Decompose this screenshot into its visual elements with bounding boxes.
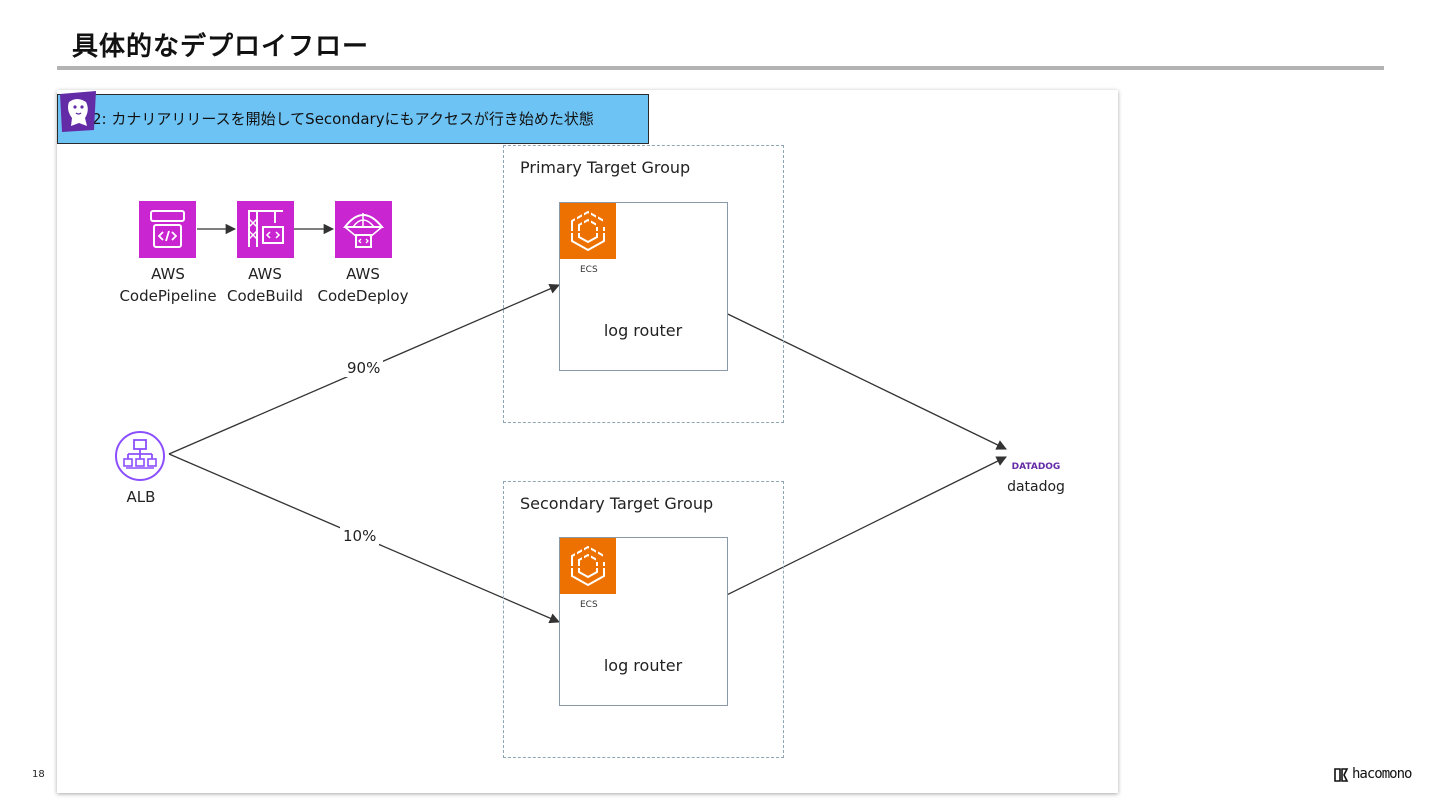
deploy-flow-diagram: 状態2: カナリアリリースを開始してSecondaryにもアクセスが行き始めた状…	[57, 90, 1118, 793]
codebuild-icon	[237, 201, 294, 258]
ecs-label: ECS	[580, 265, 598, 275]
secondary-group-title: Secondary Target Group	[520, 494, 714, 513]
primary-group-title: Primary Target Group	[520, 158, 691, 177]
alb-label: ALB	[126, 488, 156, 506]
page-number: 18	[32, 769, 45, 780]
datadog-logo-text: DATADOG	[1011, 462, 1061, 472]
codepipeline-icon	[139, 201, 196, 258]
slide-title: 具体的なデプロイフロー	[72, 32, 370, 62]
brand-name: hacomono	[1352, 766, 1412, 782]
load-balancer-icon	[115, 431, 165, 481]
datadog-label: datadog	[1007, 479, 1065, 495]
primary-ecs-service: ECS log router	[559, 202, 728, 371]
log-router-label: log router	[603, 321, 683, 340]
title-divider	[57, 66, 1384, 70]
state-banner: 状態2: カナリアリリースを開始してSecondaryにもアクセスが行き始めた状…	[57, 94, 649, 144]
ecs-label: ECS	[580, 600, 598, 610]
secondary-traffic-label: 10%	[340, 527, 380, 545]
datadog-icon	[60, 91, 96, 132]
container-icon	[560, 538, 614, 568]
primary-traffic-label: 90%	[344, 359, 384, 377]
hacomono-logo-icon	[1334, 768, 1349, 782]
secondary-ecs-service: ECS log router	[559, 537, 728, 706]
log-router-label: log router	[603, 656, 683, 675]
brand-logo: hacomono	[1333, 764, 1413, 786]
secondary-target-group: Secondary Target Group ECS log router	[503, 481, 784, 758]
primary-target-group: Primary Target Group ECS log router	[503, 145, 784, 423]
container-icon	[560, 203, 614, 233]
codedeploy-icon	[335, 201, 392, 258]
